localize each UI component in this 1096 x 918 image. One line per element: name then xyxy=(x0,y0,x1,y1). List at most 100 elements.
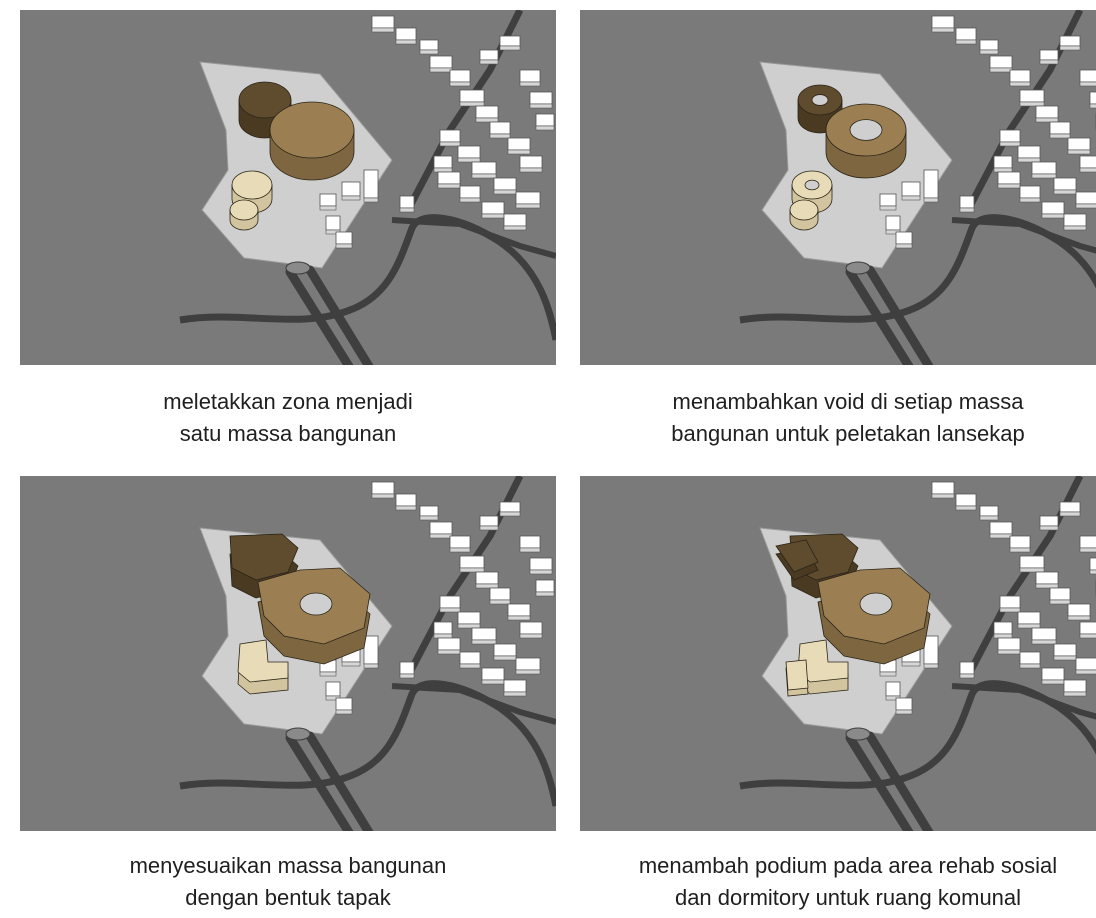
neighbor-building xyxy=(880,194,896,206)
diagram-panel-3 xyxy=(20,476,556,831)
neighbor-building xyxy=(1000,596,1020,608)
site-plan-2 xyxy=(580,10,1096,365)
neighbor-building-side xyxy=(1050,600,1070,604)
neighbor-building-side xyxy=(1050,134,1070,138)
neighbor-building-side xyxy=(336,710,352,714)
neighbor-building-side xyxy=(494,656,516,660)
neighbor-building xyxy=(1068,138,1090,150)
neighbor-building-side xyxy=(520,82,540,86)
neighbor-building-side xyxy=(932,494,954,498)
neighbor-building xyxy=(932,482,954,494)
roundabout xyxy=(286,728,310,740)
mass-main-void xyxy=(860,593,892,615)
mass-dormitory-top xyxy=(232,171,272,199)
neighbor-building xyxy=(1040,516,1058,526)
neighbor-building xyxy=(956,28,976,40)
neighbor-building xyxy=(932,16,954,28)
neighbor-building-side xyxy=(1054,190,1076,194)
neighbor-building-side xyxy=(956,40,976,44)
neighbor-building xyxy=(438,638,460,650)
neighbor-building-side xyxy=(1000,608,1020,612)
neighbor-building-side xyxy=(516,670,540,674)
neighbor-building xyxy=(980,506,998,516)
neighbor-building xyxy=(430,56,452,68)
neighbor-building-side xyxy=(476,118,498,122)
podium-dormitory-top xyxy=(786,660,808,690)
neighbor-building-side xyxy=(530,570,552,574)
neighbor-building xyxy=(886,682,900,696)
neighbor-building-side xyxy=(440,142,460,146)
neighbor-building-side xyxy=(1060,46,1080,50)
neighbor-building xyxy=(896,232,912,244)
neighbor-building xyxy=(516,658,540,670)
mass-main-void xyxy=(850,120,882,141)
neighbor-building xyxy=(494,178,516,190)
neighbor-building xyxy=(1080,622,1096,634)
neighbor-building xyxy=(902,182,920,196)
caption-2: menambahkan void di setiap massa banguna… xyxy=(580,386,1096,450)
neighbor-building xyxy=(472,162,496,174)
neighbor-building xyxy=(490,588,510,600)
neighbor-building-side xyxy=(1080,548,1096,552)
neighbor-building xyxy=(1018,146,1040,158)
neighbor-building xyxy=(1020,652,1040,664)
neighbor-building-side xyxy=(460,568,484,572)
neighbor-building-side xyxy=(494,190,516,194)
neighbor-building-side xyxy=(508,150,530,154)
site-plan-1 xyxy=(20,10,556,365)
neighbor-building xyxy=(460,90,484,102)
neighbor-building xyxy=(1032,628,1056,640)
neighbor-building xyxy=(520,622,542,634)
neighbor-building-side xyxy=(1064,692,1086,696)
neighbor-building-side xyxy=(1020,568,1044,572)
neighbor-building xyxy=(342,182,360,196)
neighbor-building-side xyxy=(430,68,452,72)
neighbor-building-side xyxy=(1076,204,1096,208)
neighbor-building-side xyxy=(1060,512,1080,516)
neighbor-building-side xyxy=(896,244,912,248)
site-base xyxy=(180,476,556,831)
neighbor-building xyxy=(476,572,498,584)
neighbor-building xyxy=(1018,612,1040,624)
neighbor-building-side xyxy=(430,534,452,538)
caption-1: meletakkan zona menjadi satu massa bangu… xyxy=(20,386,556,450)
neighbor-building xyxy=(438,172,460,184)
neighbor-building xyxy=(530,92,552,104)
neighbor-building xyxy=(430,522,452,534)
neighbor-building-side xyxy=(342,662,360,666)
neighbor-building-side xyxy=(1054,656,1076,660)
neighbor-building xyxy=(396,494,416,506)
neighbor-building-side xyxy=(1040,526,1058,530)
roundabout xyxy=(846,262,870,274)
caption-1-line-1: meletakkan zona menjadi xyxy=(20,386,556,418)
neighbor-building-side xyxy=(396,506,416,510)
neighbor-building xyxy=(1076,192,1096,204)
neighbor-building-side xyxy=(902,662,920,666)
neighbor-building xyxy=(400,196,414,208)
neighbor-building xyxy=(990,522,1012,534)
neighbor-building-side xyxy=(472,174,496,178)
caption-3-line-1: menyesuaikan massa bangunan xyxy=(20,850,556,882)
neighbor-building-side xyxy=(960,674,974,678)
neighbor-building xyxy=(508,604,530,616)
neighbor-building xyxy=(336,232,352,244)
caption-4-line-1: menambah podium pada area rehab sosial xyxy=(580,850,1096,882)
neighbor-building-side xyxy=(932,28,954,32)
neighbor-building-side xyxy=(880,206,896,210)
neighbor-building-side xyxy=(1000,142,1020,146)
neighbor-building-side xyxy=(1036,118,1058,122)
neighbor-building xyxy=(372,482,394,494)
neighbor-building xyxy=(994,622,1012,634)
neighbor-building xyxy=(508,138,530,150)
caption-3-line-2: dengan bentuk tapak xyxy=(20,882,556,914)
neighbor-building-side xyxy=(396,40,416,44)
neighbor-building-side xyxy=(490,134,510,138)
neighbor-building xyxy=(1064,680,1086,692)
neighbor-building xyxy=(460,652,480,664)
neighbor-building-side xyxy=(1020,664,1040,668)
neighbor-building xyxy=(336,698,352,710)
neighbor-building-side xyxy=(520,168,542,172)
neighbor-building-side xyxy=(998,184,1020,188)
neighbor-building xyxy=(494,644,516,656)
neighbor-building-side xyxy=(450,548,470,552)
